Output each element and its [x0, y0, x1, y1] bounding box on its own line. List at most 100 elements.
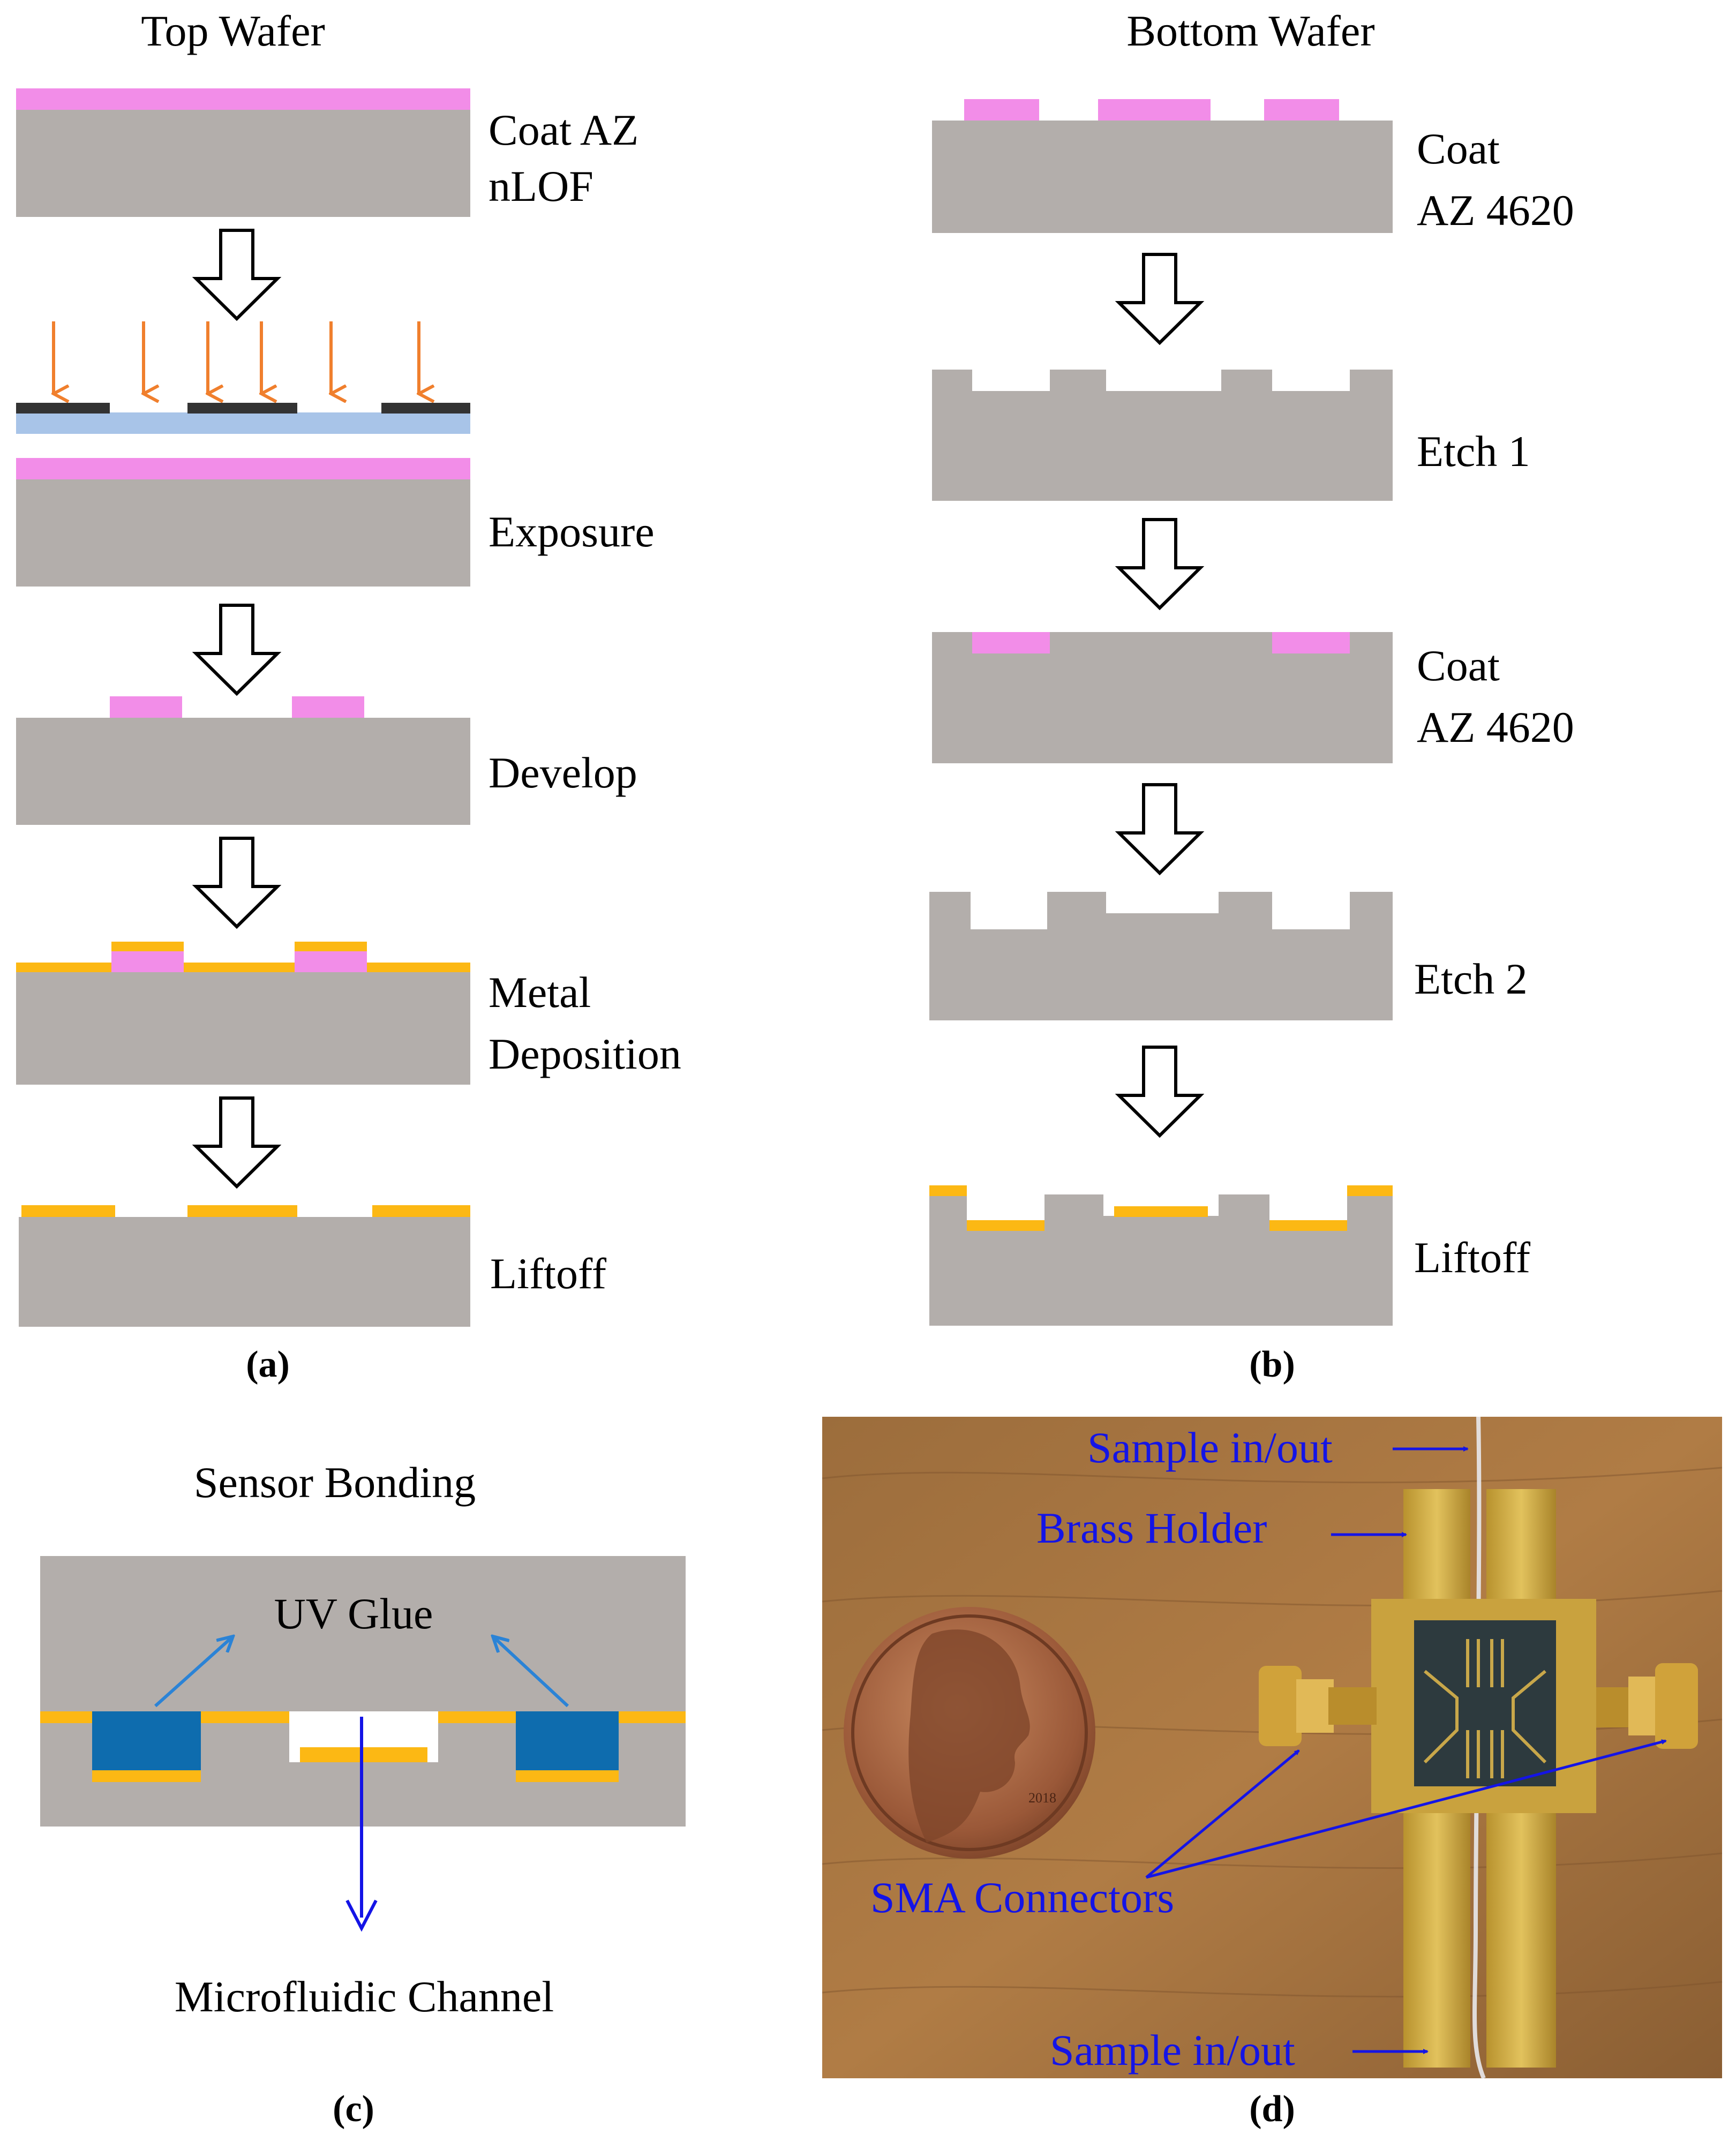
- b-step-1-label-line-1: Coat: [1417, 124, 1500, 173]
- a-step-1-label-line-2: nLOF: [489, 162, 593, 211]
- a-wafer-3: [16, 718, 470, 825]
- a-photoresist-2: [16, 458, 470, 479]
- a-metal-floor-1: [16, 963, 111, 972]
- b-step-coat-2: Coat AZ 4620: [932, 632, 1574, 763]
- a-metal-pad-2: [187, 1205, 297, 1217]
- a-process-arrow-2: [192, 604, 282, 696]
- uv-light-arrows: [54, 321, 419, 394]
- photomask-chrome-1: [16, 403, 110, 414]
- a-metal-floor-3: [367, 963, 470, 972]
- sma-connectors-label: SMA Connectors: [870, 1873, 1174, 1922]
- a-wafer-2: [16, 479, 470, 587]
- b-metal-2: [967, 1220, 1044, 1231]
- c-metal-below-right: [516, 1770, 619, 1782]
- photomask-chrome-2: [187, 403, 297, 414]
- a-wafer-5: [19, 1217, 470, 1327]
- b-metal-3: [1114, 1206, 1208, 1217]
- a-step-5-label: Liftoff: [490, 1249, 607, 1298]
- a-process-arrow-3: [192, 837, 282, 929]
- c-channel-metal: [300, 1747, 427, 1762]
- a-metal-top-1: [111, 942, 184, 951]
- b-step-coat-1: Coat AZ 4620: [932, 99, 1574, 235]
- b-step-4-label: Etch 2: [1414, 954, 1528, 1003]
- a-step-4-label-line-2: Deposition: [489, 1029, 681, 1078]
- sma-connector-left: [1259, 1666, 1377, 1746]
- b-wafer-4: [929, 892, 1393, 1020]
- a-wafer-1: [16, 110, 470, 217]
- c-interface-metal-mid-right: [438, 1711, 516, 1723]
- sma-arrow-right: [1146, 1739, 1667, 1879]
- a-resist-block-3: [111, 951, 184, 972]
- panel-b-title: Bottom Wafer: [1126, 6, 1374, 55]
- b-wafer-3: [932, 632, 1393, 763]
- sma-arrow-left: [1145, 1749, 1300, 1878]
- c-interface-metal-left: [40, 1711, 92, 1723]
- c-metal-below-left: [92, 1770, 201, 1782]
- a-resist-block-2: [292, 696, 364, 718]
- b-process-arrow-3: [1115, 783, 1205, 876]
- brass-holder: [1371, 1489, 1596, 2068]
- a-step-metal-deposition: Metal Deposition: [16, 942, 681, 1085]
- b-step-2-label: Etch 1: [1417, 427, 1530, 476]
- a-step-4-label-line-1: Metal: [489, 968, 591, 1017]
- b-wafer-2: [932, 370, 1393, 501]
- b-step-1-label-line-2: AZ 4620: [1417, 186, 1574, 235]
- panel-a-title: Top Wafer: [141, 6, 325, 55]
- sample-in-out-bottom-label: Sample in/out: [1050, 2026, 1295, 2075]
- a-wafer-4: [16, 972, 470, 1085]
- a-step-2-label: Exposure: [489, 507, 655, 556]
- a-metal-pad-1: [21, 1205, 115, 1217]
- uv-glue-arrow-left: [154, 1636, 233, 1708]
- panel-d: 2018: [822, 1416, 1723, 2130]
- uv-glue-label: UV Glue: [274, 1589, 433, 1638]
- coin-rim: [851, 1614, 1088, 1851]
- b-resist-3: [1264, 99, 1339, 121]
- b-wafer-1: [932, 121, 1393, 233]
- sample-in-out-top-label: Sample in/out: [1087, 1423, 1333, 1472]
- brass-holder-label: Brass Holder: [1036, 1504, 1267, 1552]
- chip-electrodes: [1423, 1639, 1547, 1778]
- b-resist-4: [972, 632, 1050, 653]
- photomask-glass: [16, 412, 470, 434]
- b-resist-2: [1098, 99, 1211, 121]
- panel-a-caption: (a): [246, 1344, 290, 1385]
- b-step-3-label-line-2: AZ 4620: [1417, 703, 1574, 751]
- b-step-liftoff: Liftoff: [929, 1185, 1531, 1326]
- a-step-3-label: Develop: [489, 748, 637, 797]
- a-step-develop: Develop: [16, 696, 637, 825]
- b-step-etch-1: Etch 1: [932, 370, 1530, 501]
- panel-d-caption: (d): [1249, 2088, 1295, 2130]
- b-resist-1: [964, 99, 1039, 121]
- a-step-liftoff: Liftoff: [19, 1205, 607, 1327]
- b-metal-1: [929, 1185, 967, 1196]
- a-metal-pad-3: [372, 1205, 470, 1217]
- panel-c-title: Sensor Bonding: [194, 1458, 476, 1507]
- a-process-arrow-1: [192, 229, 282, 321]
- c-glue-right: [516, 1711, 619, 1770]
- b-step-5-label: Liftoff: [1414, 1233, 1531, 1282]
- a-process-arrow-4: [192, 1096, 282, 1189]
- b-process-arrow-2: [1115, 518, 1205, 611]
- panel-b: Bottom Wafer Coat AZ 4620 Etch 1 Coat AZ…: [929, 6, 1574, 1385]
- b-process-arrow-1: [1115, 253, 1205, 345]
- photomask-chrome-3: [381, 403, 470, 414]
- a-step-1-label: Coat AZ: [489, 106, 638, 154]
- penny-coin: 2018: [844, 1607, 1095, 1859]
- b-step-etch-2: Etch 2: [929, 892, 1528, 1020]
- a-resist-block-1: [110, 696, 182, 718]
- a-metal-top-2: [295, 942, 367, 951]
- panel-b-caption: (b): [1249, 1344, 1295, 1385]
- a-metal-floor-2: [184, 963, 295, 972]
- coin-year: 2018: [1028, 1790, 1056, 1806]
- microfluidic-channel-label: Microfluidic Channel: [175, 1972, 554, 2021]
- a-resist-block-4: [295, 951, 367, 972]
- b-resist-5: [1272, 632, 1350, 653]
- a-photoresist-1: [16, 88, 470, 110]
- sample-tube: [1472, 1416, 1486, 2079]
- panel-a: Top Wafer Coat AZ nLOF Expo: [16, 6, 681, 1385]
- coin-portrait: [908, 1629, 1030, 1843]
- c-interface-metal-right: [619, 1711, 686, 1723]
- a-step-coat: Coat AZ nLOF: [16, 88, 638, 217]
- a-step-exposure: Exposure: [16, 321, 655, 587]
- b-step-3-label-line-1: Coat: [1417, 641, 1500, 690]
